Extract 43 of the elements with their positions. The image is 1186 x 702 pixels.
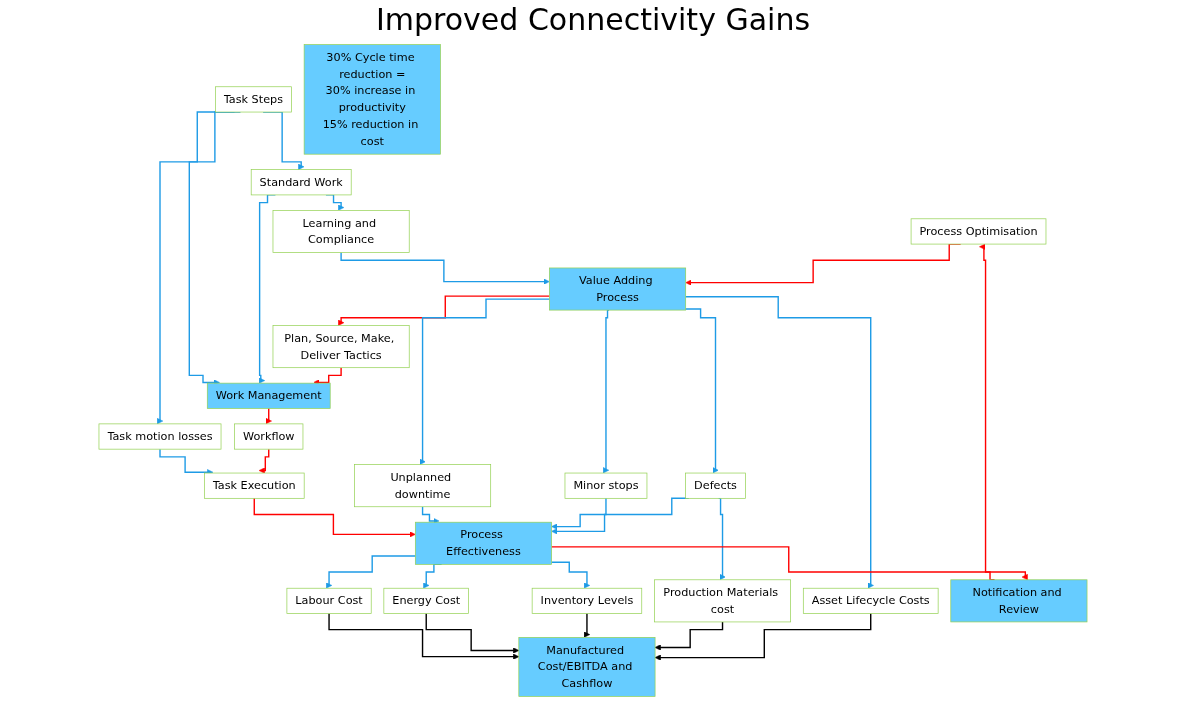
arrow	[550, 546, 1028, 581]
node-box: Plan, Source, Make, Deliver Tactics	[272, 325, 410, 369]
node-box: Task Steps	[215, 86, 292, 113]
node-box: Defects	[685, 472, 746, 499]
node-box: Workflow	[234, 423, 304, 450]
arrow	[550, 561, 591, 589]
node-box: Learning and Compliance	[272, 210, 410, 253]
node-box: Process Optimisation	[910, 218, 1047, 245]
node-box: Notification and Review	[950, 579, 1088, 623]
arrow	[328, 612, 520, 660]
arrow	[685, 296, 874, 589]
node-box: Asset Lifecycle Costs	[802, 587, 939, 614]
arrow	[419, 298, 551, 465]
arrow	[425, 612, 520, 654]
node-box: Production Materials cost	[654, 579, 791, 623]
arrow	[654, 612, 872, 661]
arrow	[159, 448, 214, 476]
node-box: Standard Work	[250, 169, 352, 196]
node-box: Manufactured Cost/EBITDA and Cashflow	[518, 637, 656, 697]
arrow	[654, 621, 724, 651]
node-box: Work Management	[206, 382, 331, 409]
node-box: Task motion losses	[98, 423, 222, 450]
node-box: Process Effectiveness	[414, 521, 552, 565]
arrow	[602, 309, 610, 474]
node-box: Value Adding Process	[549, 267, 687, 311]
node-box: 30% Cycle time reduction = 30% increase in productivity 15% reduction in cost	[303, 44, 441, 155]
arrow	[258, 448, 270, 474]
arrow	[265, 407, 272, 425]
arrow	[340, 251, 550, 285]
arrow	[253, 497, 416, 538]
arrow	[685, 308, 719, 474]
diagram-title: Improved Connectivity Gains	[375, 2, 811, 37]
arrow	[551, 497, 607, 530]
arrow	[717, 497, 726, 581]
node-box: Inventory Levels	[531, 587, 643, 614]
arrow	[583, 612, 591, 638]
node-box: Minor stops	[564, 472, 648, 499]
arrow	[338, 295, 551, 326]
node-box: Energy Cost	[383, 587, 469, 614]
node-box: Unplanned downtime	[354, 464, 492, 508]
arrow	[325, 555, 416, 589]
node-box: Labour Cost	[286, 587, 372, 614]
node-box: Task Execution	[204, 472, 305, 499]
